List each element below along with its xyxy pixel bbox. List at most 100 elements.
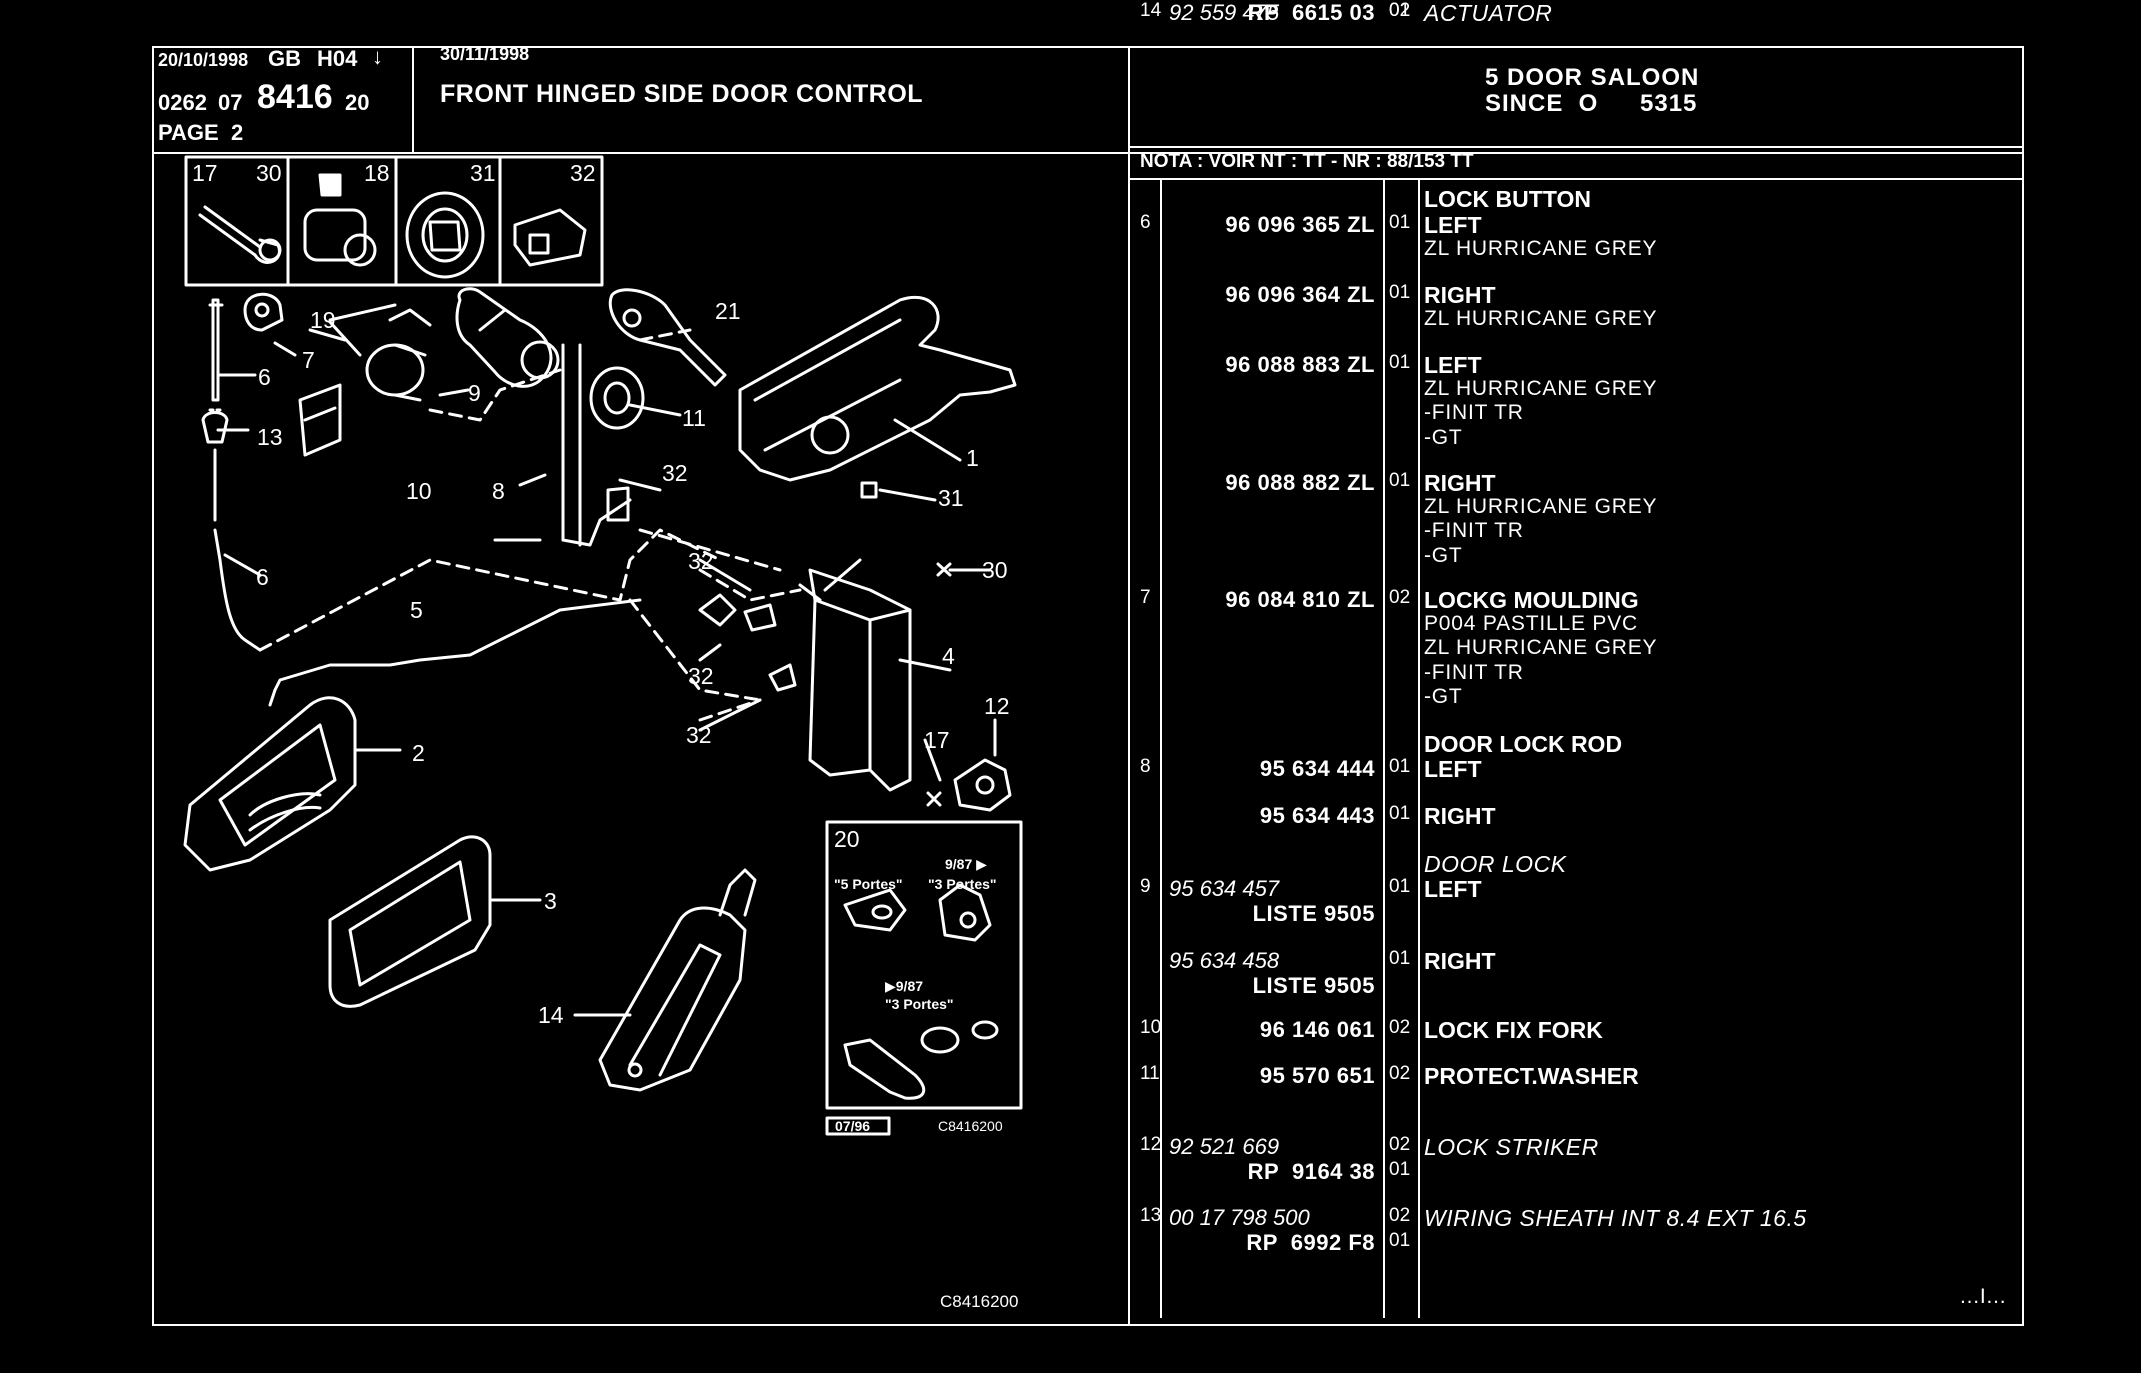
- country-code: GB: [268, 46, 301, 71]
- nota-bottom-line: [1128, 178, 2024, 180]
- part-qty: 02: [1389, 1205, 1411, 1226]
- part-description: DOOR LOCK: [1424, 851, 1567, 877]
- version-code: H04: [317, 46, 358, 71]
- nota-top-line: [1128, 146, 2024, 148]
- part-index: 9: [1140, 876, 1151, 897]
- part-number: 96 146 061: [1259, 1017, 1375, 1042]
- callout-4: 4: [942, 643, 955, 669]
- part-qty: 02: [1389, 0, 1411, 21]
- part-number: 95 570 651: [1259, 1063, 1375, 1088]
- callout-12: 12: [984, 693, 1010, 719]
- inset20-label-3p-2: "3 Portes": [885, 996, 954, 1012]
- part-index: 13: [1140, 1205, 1162, 1226]
- part-qty: 01: [1389, 352, 1411, 373]
- part-qty: 01: [1389, 756, 1411, 777]
- part-index: 8: [1140, 756, 1151, 777]
- part-index: 11: [1140, 1063, 1160, 1084]
- callout-19: 19: [310, 307, 336, 333]
- inset20-label-5p: "5 Portes": [834, 876, 903, 892]
- part-description: ZL HURRICANE GREY: [1424, 376, 1658, 400]
- part-description: ACTUATOR: [1424, 0, 1553, 26]
- part-qty: 02: [1389, 1063, 1411, 1084]
- figure-code: C8416200: [940, 1292, 1019, 1311]
- col-line-partno: [1383, 178, 1385, 1318]
- callout-13: 13: [257, 424, 283, 450]
- main-vdivider: [1128, 46, 1130, 1326]
- part-description: -GT: [1424, 685, 1463, 708]
- page-frame: [152, 46, 2024, 1326]
- callout-31: 31: [938, 485, 964, 511]
- model-line-1: 5 DOOR SALOON: [1485, 64, 1700, 91]
- part-description: LEFT: [1424, 756, 1482, 782]
- part-description: ZL HURRICANE GREY: [1424, 236, 1658, 260]
- part-number: LISTE 9505: [1252, 972, 1375, 998]
- part-number: 96 088 882 ZL: [1225, 470, 1375, 495]
- part-description: -FINIT TR: [1424, 519, 1524, 542]
- part-description: -FINIT TR: [1424, 660, 1524, 684]
- part-description: DOOR LOCK ROD: [1424, 731, 1623, 757]
- part-index: 14: [1140, 0, 1162, 21]
- part-description: ZL HURRICANE GREY: [1424, 636, 1658, 659]
- part-number-italic: 00 17 798 500: [1169, 1205, 1310, 1230]
- part-number: RP 6992 F8: [1246, 1229, 1375, 1255]
- part-number: RP 6615 03: [1247, 0, 1375, 25]
- part-index: 12: [1140, 1134, 1162, 1155]
- part-description: -FINIT TR: [1424, 401, 1524, 424]
- inset-label-17: 17: [192, 160, 218, 186]
- model-code: 5315: [1640, 90, 1698, 117]
- part-qty: 02: [1389, 1134, 1411, 1155]
- part-description: -GT: [1424, 543, 1463, 567]
- part-description: LEFT: [1424, 212, 1482, 238]
- callout-7: 7: [302, 347, 315, 373]
- inset20-label-3p: "3 Portes": [928, 876, 997, 892]
- part-description: LOCK STRIKER: [1424, 1134, 1599, 1160]
- inset20-note-2: ▶9/87: [885, 978, 924, 994]
- page-title: FRONT HINGED SIDE DOOR CONTROL: [440, 80, 924, 108]
- callout-6-bottom: 6: [256, 564, 269, 590]
- callout-5: 5: [410, 597, 423, 623]
- part-description: -GT: [1424, 425, 1463, 449]
- date-right: 30/11/1998: [440, 44, 530, 64]
- col-line-qty: [1418, 178, 1420, 1318]
- inset20-number: 20: [834, 826, 860, 852]
- ref-group: 07: [218, 90, 243, 115]
- part-number: RP 9164 38: [1247, 1158, 1375, 1184]
- callout-32-c: 32: [688, 663, 714, 689]
- callout-3: 3: [544, 888, 557, 914]
- header-vdivider-1: [412, 46, 414, 152]
- part-description: RIGHT: [1424, 948, 1496, 974]
- inset-label-30: 30: [256, 160, 282, 186]
- part-qty-2: 01: [1389, 1158, 1411, 1180]
- part-number: 96 084 810 ZL: [1225, 587, 1375, 612]
- part-qty-2: 01: [1389, 0, 1411, 21]
- part-number: 96 096 364 ZL: [1225, 282, 1375, 307]
- callout-30: 30: [982, 557, 1008, 583]
- part-qty: 01: [1389, 212, 1411, 233]
- callout-32-b: 32: [688, 548, 714, 574]
- part-description: RIGHT: [1424, 803, 1496, 829]
- inset20-fig-code: C8416200: [938, 1118, 1003, 1134]
- part-number: LISTE 9505: [1252, 900, 1375, 926]
- part-description: LEFT: [1424, 876, 1482, 902]
- part-qty: 02: [1389, 1017, 1411, 1038]
- callout-32-d: 32: [686, 722, 712, 748]
- date-left: 20/10/1998: [158, 50, 249, 70]
- col-line-index: [1160, 178, 1162, 1318]
- part-number: 96 096 365 ZL: [1225, 212, 1375, 237]
- part-description: PROTECT.WASHER: [1424, 1063, 1639, 1089]
- inset20-date-note: 9/87 ▶: [945, 856, 987, 872]
- part-description: RIGHT: [1424, 470, 1496, 496]
- part-number-italic: 92 521 669: [1169, 1134, 1280, 1159]
- part-description: LOCKG MOULDING: [1424, 587, 1639, 613]
- part-qty: 01: [1389, 803, 1411, 824]
- part-description: LOCK FIX FORK: [1424, 1017, 1603, 1043]
- part-index: 7: [1140, 587, 1151, 608]
- inset20-date-code: 07/96: [835, 1118, 871, 1134]
- part-qty: 01: [1389, 282, 1411, 303]
- inset-label-18: 18: [364, 160, 390, 186]
- part-description: ZL HURRICANE GREY: [1424, 494, 1658, 518]
- inset-label-31: 31: [470, 160, 496, 186]
- inset-strip: [184, 155, 604, 287]
- part-qty-2: 01: [1389, 1229, 1411, 1251]
